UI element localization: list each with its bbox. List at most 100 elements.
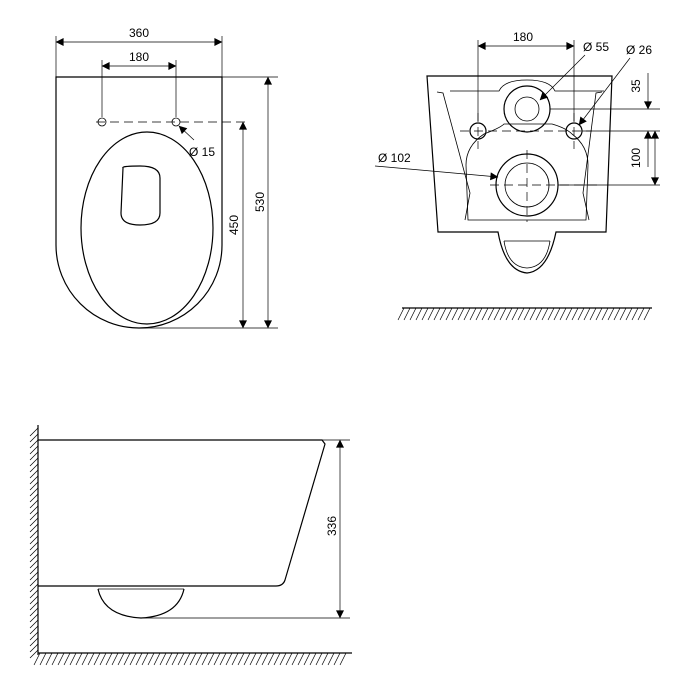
wall-hatching [29,427,39,659]
hatch-stroke [33,652,41,666]
hatch-stroke [135,652,143,666]
hatch-stroke [29,493,39,503]
top-view: 360 180 Ø 15 450 530 [55,26,278,329]
floor-hatching-side [33,652,347,666]
hatch-stroke [297,652,305,666]
hatch-stroke [29,643,39,653]
side-view: 336 [29,425,352,666]
hatch-stroke [29,463,39,473]
inlet-diameter-label: Ø 55 [583,40,609,54]
hatch-stroke [29,553,39,563]
hatch-stroke [29,589,39,599]
hatch-stroke [583,307,591,321]
hatch-stroke [51,652,59,666]
hatch-stroke [99,652,107,666]
hatch-stroke [93,652,101,666]
hatch-stroke [643,307,651,321]
hatch-stroke [177,652,185,666]
hatch-stroke [463,307,471,321]
hatch-stroke [29,523,39,533]
hatch-stroke [201,652,209,666]
hatch-stroke [29,457,39,467]
rear-outline [426,75,613,274]
hatch-stroke [195,652,203,666]
hatch-stroke [559,307,567,321]
hatch-stroke [237,652,245,666]
hatch-stroke [39,652,47,666]
hatch-stroke [81,652,89,666]
hatch-stroke [529,307,537,321]
hatch-stroke [339,652,347,666]
outlet-diameter-label: Ø 102 [378,151,411,165]
overall-length-label: 530 [253,192,267,212]
hatch-stroke [29,481,39,491]
hatch-stroke [487,307,495,321]
hatch-stroke [29,535,39,545]
hatch-stroke [29,607,39,617]
bolt-left [469,122,487,140]
hatch-stroke [469,307,477,321]
hatch-stroke [625,307,633,321]
hatch-stroke [457,307,465,321]
hatch-stroke [117,652,125,666]
inlet-diameter-leader [539,54,586,101]
hatch-stroke [45,652,53,666]
hatch-stroke [333,652,341,666]
width-label: 360 [129,26,149,40]
rear-inner-top [450,79,604,92]
hatch-stroke [29,505,39,515]
bowl-rim [80,131,214,325]
hatch-stroke [183,652,191,666]
hatch-stroke [105,652,113,666]
hatch-stroke [267,652,275,666]
hatch-stroke [547,307,555,321]
floor-hatching [397,307,651,321]
hatch-stroke [153,652,161,666]
rear-inner-left [436,91,471,221]
hatch-stroke [541,307,549,321]
inlet-offset-label: 35 [629,79,643,93]
hatch-stroke [231,652,239,666]
hatch-stroke [111,652,119,666]
outlet-offset-label: 100 [629,148,643,168]
hatch-stroke [415,307,423,321]
hatch-stroke [29,541,39,551]
hatch-stroke [421,307,429,321]
hatch-stroke [439,307,447,321]
hatch-stroke [607,307,615,321]
hatch-stroke [29,571,39,581]
hatch-stroke [29,625,39,635]
hole-length-label: 450 [227,215,241,235]
height-label: 336 [325,516,339,536]
hatch-stroke [445,307,453,321]
bolt-spacing-label: 180 [513,30,533,44]
hatch-stroke [601,307,609,321]
hatch-stroke [29,559,39,569]
hatch-stroke [29,427,39,437]
hatch-stroke [493,307,501,321]
hatch-stroke [29,511,39,521]
hatch-stroke [589,307,597,321]
inlet-outer [503,85,551,133]
hatch-stroke [29,487,39,497]
hatch-stroke [279,652,287,666]
hatch-stroke [141,652,149,666]
hatch-stroke [535,307,543,321]
hatch-stroke [523,307,531,321]
hatch-stroke [427,307,435,321]
side-trap [97,588,185,619]
hatch-stroke [147,652,155,666]
hatch-stroke [29,439,39,449]
hole-diameter-label: Ø 15 [189,145,215,159]
hole-spacing-label: 180 [129,50,149,64]
hatch-stroke [565,307,573,321]
hatch-stroke [29,475,39,485]
hatch-stroke [613,307,621,321]
hatch-stroke [29,649,39,659]
hatch-stroke [631,307,639,321]
hatch-stroke [129,652,137,666]
hatch-stroke [499,307,507,321]
hatch-stroke [29,451,39,461]
hatch-stroke [291,652,299,666]
